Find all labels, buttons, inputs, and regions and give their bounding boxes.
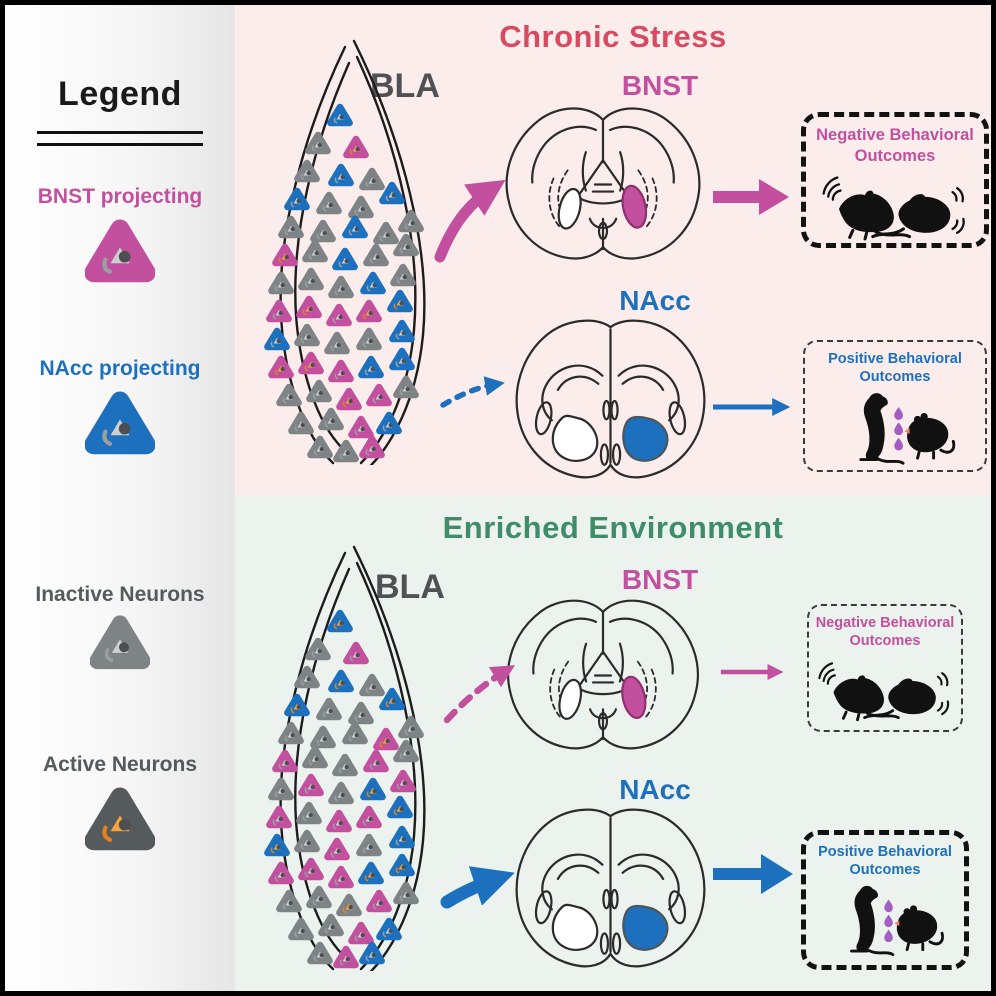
legend-label-active-neurons: Active Neurons — [42, 753, 198, 776]
legend-rule-top — [37, 131, 203, 134]
bla-region-enriched — [264, 541, 460, 971]
arrow-bla-to-nacc-dashed — [440, 376, 505, 408]
panel-chronic-stress: Chronic Stress BLA BNST NAcc Negative Be… — [235, 5, 991, 496]
arrow-bla-to-nacc-thick — [440, 866, 515, 909]
active-neuron-icon — [85, 787, 155, 851]
panel-enriched-environment: Enriched Environment BLA BNST NAcc Negat… — [235, 496, 991, 991]
arrows-chronic — [434, 179, 791, 416]
arrow-nacc-to-positive-block — [713, 854, 793, 894]
legend-label-nacc-projecting: NAcc projecting — [39, 357, 201, 380]
figure-canvas: Legend BNST projecting NAcc projecting I… — [5, 5, 991, 991]
nacc-projecting-neuron-icon — [85, 391, 155, 455]
legend-label-bnst-projecting: BNST projecting — [37, 185, 203, 208]
arrow-bnst-to-negative-block — [713, 179, 789, 215]
bnst-label-bottom: BNST — [621, 564, 699, 595]
bla-label-bottom: BLA — [375, 568, 445, 606]
arrow-bla-to-bnst-thick — [434, 179, 506, 263]
bla-region-chronic — [264, 35, 460, 465]
bnst-label-top: BNST — [621, 70, 699, 101]
legend-rule-bottom — [37, 143, 203, 146]
nacc-label-bottom: NAcc — [619, 774, 691, 805]
legend-label-inactive-neurons: Inactive Neurons — [35, 583, 205, 606]
legend-sidebar: Legend BNST projecting NAcc projecting I… — [5, 5, 235, 991]
bla-label-top: BLA — [370, 67, 440, 105]
legend-title: Legend — [58, 75, 182, 113]
drinking-mice-icon-bottom — [815, 879, 955, 961]
nacc-label-top: NAcc — [619, 285, 691, 316]
aggressive-mice-icon-bottom — [818, 650, 952, 726]
chronic-stress-title: Chronic Stress — [499, 19, 727, 54]
arrow-bla-to-bnst-dashed — [443, 665, 516, 724]
inactive-neuron-icon — [90, 615, 150, 670]
bnst-projecting-neuron-icon — [85, 219, 155, 283]
enriched-environment-title: Enriched Environment — [442, 510, 784, 545]
aggressive-mice-icon-top — [815, 166, 975, 243]
drinking-mice-icon-top — [820, 386, 970, 470]
arrows-enriched — [440, 663, 793, 909]
